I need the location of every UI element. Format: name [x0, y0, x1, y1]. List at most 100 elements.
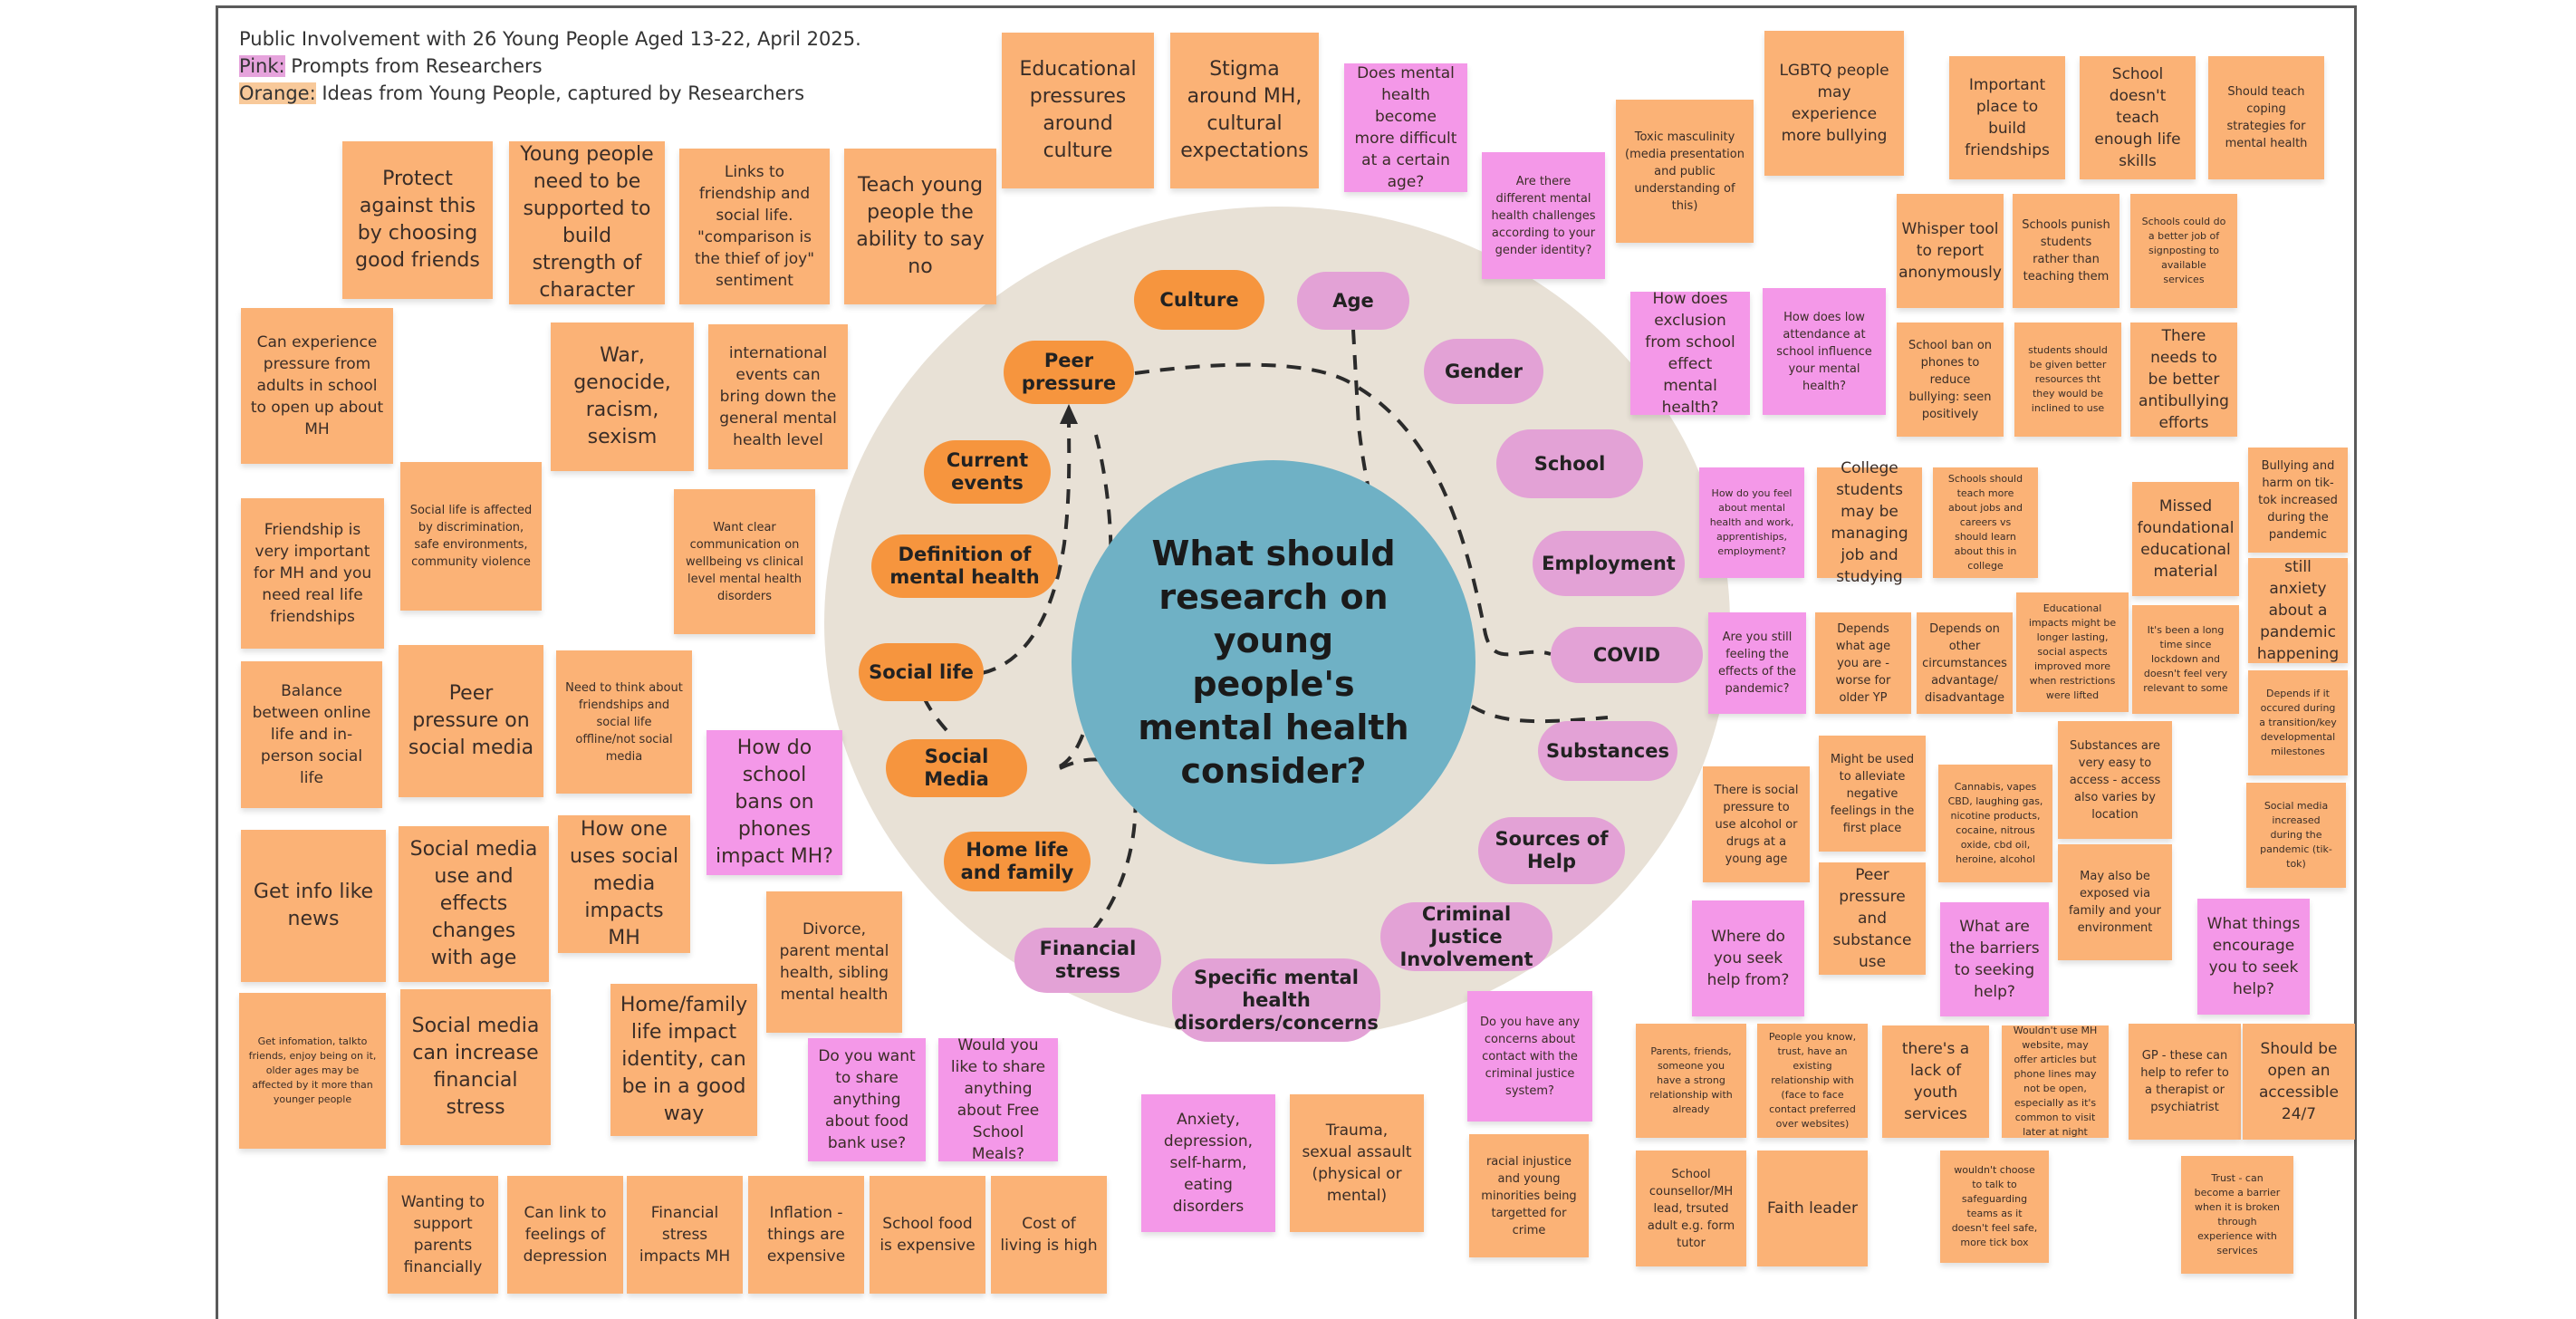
- sticky-note[interactable]: Schools could do a better job of signpos…: [2130, 194, 2237, 308]
- sticky-note[interactable]: Protect against this by choosing good fr…: [342, 141, 493, 299]
- sticky-note[interactable]: wouldn't choose to talk to safeguarding …: [1940, 1151, 2049, 1263]
- sticky-note[interactable]: There is social pressure to use alcohol …: [1703, 766, 1810, 882]
- sticky-note[interactable]: Cannabis, vapes CBD, laughing gas, nicot…: [1938, 765, 2052, 882]
- topic-social-media[interactable]: Social Media: [886, 739, 1027, 797]
- sticky-note[interactable]: Friendship is very important for MH and …: [241, 498, 384, 649]
- sticky-note[interactable]: Home/family life impact identity, can be…: [610, 984, 757, 1136]
- topic-financial-stress[interactable]: Financial stress: [1014, 928, 1161, 993]
- sticky-note[interactable]: Peer pressure on social media: [399, 645, 543, 797]
- note-text: School counsellor/MH lead, trsuted adult…: [1647, 1167, 1735, 1250]
- sticky-note[interactable]: Social media can increase financial stre…: [400, 989, 551, 1145]
- sticky-note[interactable]: Do you have any concerns about contact w…: [1467, 991, 1592, 1122]
- sticky-note[interactable]: War, genocide, racism, sexism: [551, 323, 694, 471]
- sticky-note[interactable]: Are there different mental health challe…: [1482, 152, 1605, 279]
- sticky-note[interactable]: Toxic masculinity (media presentation an…: [1616, 100, 1754, 243]
- topic-substances[interactable]: Substances: [1538, 721, 1677, 781]
- sticky-note[interactable]: Does mental health become more difficult…: [1344, 63, 1467, 192]
- topic-age[interactable]: Age: [1297, 272, 1409, 330]
- sticky-note[interactable]: racial injustice and young minorities be…: [1469, 1134, 1589, 1257]
- sticky-note[interactable]: How one uses social media impacts MH: [558, 815, 690, 953]
- sticky-note[interactable]: Can link to feelings of depression: [507, 1176, 623, 1294]
- topic-criminal-justice-involvement[interactable]: Criminal Justice Involvement: [1380, 902, 1552, 971]
- sticky-note[interactable]: Cost of living is high: [991, 1176, 1107, 1294]
- sticky-note[interactable]: School counsellor/MH lead, trsuted adult…: [1636, 1151, 1746, 1266]
- sticky-note[interactable]: Depends on other circumstances advantage…: [1917, 612, 2013, 714]
- sticky-note[interactable]: Do you want to share anything about food…: [808, 1038, 926, 1161]
- topic-specific-mental-health-disorders[interactable]: Specific mental health disorders/concern…: [1172, 958, 1380, 1042]
- sticky-note[interactable]: Balance between online life and in-perso…: [241, 661, 382, 808]
- topic-gender[interactable]: Gender: [1424, 339, 1543, 404]
- sticky-note[interactable]: Links to friendship and social life. "co…: [679, 149, 830, 304]
- topic-employment[interactable]: Employment: [1533, 531, 1685, 596]
- topic-current-events[interactable]: Current events: [924, 440, 1051, 504]
- sticky-note[interactable]: Where do you seek help from?: [1692, 900, 1804, 1016]
- sticky-note[interactable]: How do you feel about mental health and …: [1699, 467, 1804, 578]
- sticky-note[interactable]: School food is expensive: [870, 1176, 985, 1294]
- sticky-note[interactable]: GP - these can help to refer to a therap…: [2129, 1024, 2241, 1140]
- sticky-note[interactable]: Are you still feeling the effects of the…: [1708, 612, 1806, 714]
- sticky-note[interactable]: Trust - can become a barrier when it is …: [2181, 1156, 2293, 1274]
- topic-social-life[interactable]: Social life: [859, 643, 984, 701]
- sticky-note[interactable]: Social media use and effects changes wit…: [399, 826, 549, 982]
- sticky-note[interactable]: Schools should teach more about jobs and…: [1933, 467, 2038, 578]
- sticky-note[interactable]: College students may be managing job and…: [1817, 459, 1922, 586]
- sticky-note[interactable]: Need to think about friendships and soci…: [556, 650, 692, 794]
- topic-school[interactable]: School: [1496, 429, 1643, 498]
- sticky-note[interactable]: School doesn't teach enough life skills: [2080, 56, 2196, 179]
- sticky-note[interactable]: There needs to be better antibullying ef…: [2130, 323, 2237, 437]
- sticky-note[interactable]: It's been a long time since lockdown and…: [2132, 605, 2239, 714]
- sticky-note[interactable]: What are the barriers to seeking help?: [1940, 902, 2049, 1016]
- sticky-note[interactable]: Get info like news: [241, 830, 386, 982]
- sticky-note[interactable]: Divorce, parent mental health, sibling m…: [766, 891, 902, 1033]
- sticky-note[interactable]: Anxiety, depression, self-harm, eating d…: [1141, 1094, 1275, 1232]
- sticky-note[interactable]: Social media increased during the pandem…: [2246, 783, 2346, 888]
- sticky-note[interactable]: Might be used to alleviate negative feel…: [1819, 736, 1926, 852]
- sticky-note[interactable]: How does exclusion from school effect me…: [1630, 290, 1750, 417]
- sticky-note[interactable]: Substances are very easy to access - acc…: [2058, 721, 2172, 839]
- sticky-note[interactable]: Wouldn't use MH website, may offer artic…: [2002, 1025, 2109, 1138]
- topic-covid[interactable]: COVID: [1551, 627, 1703, 683]
- topic-definition-of-mental-health[interactable]: Definition of mental health: [871, 534, 1058, 598]
- topic-sources-of-help[interactable]: Sources of Help: [1478, 817, 1625, 884]
- sticky-note[interactable]: Get infomation, talkto friends, enjoy be…: [239, 993, 386, 1149]
- sticky-note[interactable]: May also be exposed via family and your …: [2058, 844, 2172, 960]
- sticky-note[interactable]: Faith leader: [1757, 1151, 1868, 1266]
- sticky-note[interactable]: Bullying and harm on tik-tok increased d…: [2248, 448, 2348, 553]
- sticky-note[interactable]: Young people need to be supported to bui…: [509, 141, 665, 304]
- sticky-note[interactable]: Wanting to support parents financially: [388, 1176, 498, 1294]
- sticky-note[interactable]: Depends if it occured during a transitio…: [2248, 670, 2348, 775]
- sticky-note[interactable]: Trauma, sexual assault (physical or ment…: [1290, 1094, 1424, 1232]
- topic-culture[interactable]: Culture: [1134, 270, 1264, 330]
- sticky-note[interactable]: students should be given better resource…: [2014, 323, 2121, 437]
- sticky-note[interactable]: Whisper tool to report anonymously: [1897, 194, 2004, 308]
- sticky-note[interactable]: international events can bring down the …: [708, 324, 848, 469]
- sticky-note[interactable]: Inflation - things are expensive: [748, 1176, 864, 1294]
- sticky-note[interactable]: Teach young people the ability to say no: [844, 149, 996, 304]
- sticky-note[interactable]: Parents, friends, someone you have a str…: [1636, 1024, 1746, 1138]
- sticky-note[interactable]: Peer pressure and substance use: [1819, 862, 1926, 975]
- sticky-note[interactable]: Schools punish students rather than teac…: [2013, 194, 2119, 308]
- sticky-note[interactable]: Educational pressures around culture: [1002, 33, 1154, 188]
- sticky-note[interactable]: Would you like to share anything about F…: [938, 1036, 1058, 1163]
- sticky-note[interactable]: Can experience pressure from adults in s…: [241, 308, 393, 464]
- sticky-note[interactable]: Educational impacts might be longer last…: [2016, 592, 2129, 712]
- sticky-note[interactable]: Stigma around MH, cultural expectations: [1170, 33, 1319, 188]
- sticky-note[interactable]: LGBTQ people may experience more bullyin…: [1764, 31, 1904, 176]
- sticky-note[interactable]: School ban on phones to reduce bullying:…: [1897, 323, 2004, 437]
- sticky-note[interactable]: Financial stress impacts MH: [627, 1176, 743, 1294]
- sticky-note[interactable]: What things encourage you to seek help?: [2197, 899, 2310, 1015]
- sticky-note[interactable]: Missed foundational educational material: [2132, 482, 2239, 596]
- topic-home-life-and-family[interactable]: Home life and family: [944, 832, 1091, 891]
- sticky-note[interactable]: Depends what age you are - worse for old…: [1815, 612, 1911, 714]
- sticky-note[interactable]: there's a lack of youth services: [1882, 1025, 1989, 1138]
- sticky-note[interactable]: Social life is affected by discriminatio…: [400, 462, 542, 611]
- sticky-note[interactable]: Important place to build friendships: [1949, 56, 2065, 179]
- sticky-note[interactable]: People you know, trust, have an existing…: [1757, 1024, 1868, 1138]
- sticky-note[interactable]: Want clear communication on wellbeing vs…: [674, 489, 815, 634]
- sticky-note[interactable]: Should teach coping strategies for menta…: [2208, 56, 2324, 179]
- sticky-note[interactable]: How does low attendance at school influe…: [1763, 288, 1886, 415]
- sticky-note[interactable]: still anxiety about a pandemic happening: [2248, 558, 2348, 663]
- sticky-note[interactable]: How do school bans on phones impact MH?: [706, 730, 842, 875]
- topic-peer-pressure[interactable]: Peer pressure: [1004, 341, 1134, 404]
- sticky-note[interactable]: Should be open an accessible 24/7: [2243, 1024, 2355, 1140]
